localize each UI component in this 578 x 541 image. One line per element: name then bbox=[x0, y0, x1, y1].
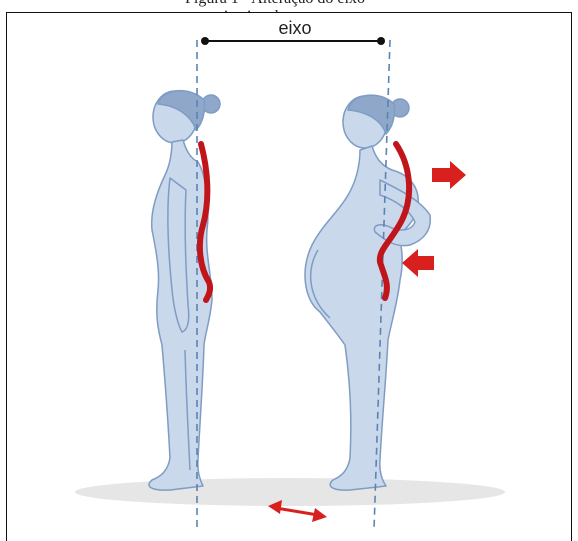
figure-pregnant bbox=[305, 95, 430, 490]
axis-end-right bbox=[377, 37, 385, 45]
axis-label: eixo bbox=[278, 18, 311, 38]
axis-end-left bbox=[201, 37, 209, 45]
arrow-right-icon bbox=[432, 161, 466, 189]
ground-shadow bbox=[75, 478, 505, 506]
arrow-left-icon bbox=[402, 249, 434, 277]
axis-bar bbox=[201, 37, 385, 45]
